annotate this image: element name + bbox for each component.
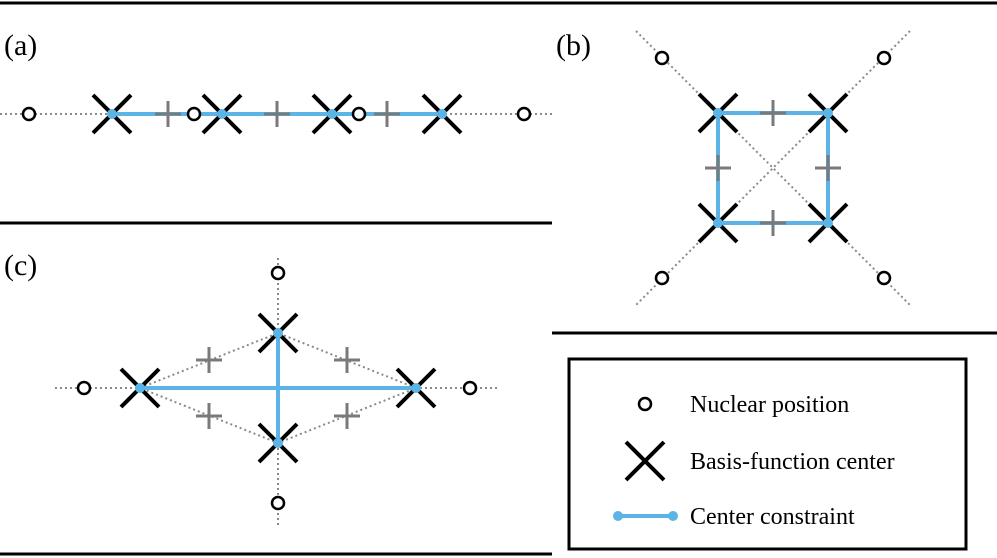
panel-b-plus-markers <box>705 100 841 236</box>
basis-function-center-legend-icon <box>624 440 666 482</box>
nuclear-position-circle <box>462 380 478 396</box>
constraint-dot <box>273 438 283 448</box>
diagonal-axis <box>635 30 911 306</box>
panel-b-diagonals <box>635 30 911 306</box>
plus-marker <box>374 101 400 127</box>
plus-marker <box>196 347 222 373</box>
panel-a-plus-markers <box>155 101 400 127</box>
nuclear-position-circle <box>876 270 892 286</box>
nuclear-position-circle <box>351 106 367 122</box>
nuclear-position-legend-icon <box>637 396 653 412</box>
legend-item-nuclear-position: Nuclear position <box>637 392 849 418</box>
legend-label-nuclear-position: Nuclear position <box>690 392 849 418</box>
constraint-dot <box>713 108 723 118</box>
panel-a-constraint-dots <box>107 109 447 119</box>
plus-marker <box>334 403 360 429</box>
nuclear-position-circle <box>186 106 202 122</box>
legend-label-center-constraint: Center constraint <box>690 504 855 530</box>
plus-marker <box>264 101 290 127</box>
panel-c <box>55 258 500 528</box>
plus-marker <box>705 155 731 181</box>
plus-marker <box>155 101 181 127</box>
panel-c-constraint-dots <box>135 328 421 448</box>
constraint-dot <box>217 109 227 119</box>
panel-a-label: (a) <box>4 29 37 62</box>
panel-b-nuclei <box>654 50 892 286</box>
panel-c-constraints <box>140 333 416 443</box>
plus-marker <box>815 155 841 181</box>
panel-a <box>0 93 552 135</box>
constraint-dot <box>713 218 723 228</box>
panel-b-label: (b) <box>556 29 591 62</box>
legend-item-center-constraint: Center constraint <box>613 504 855 530</box>
constraint-dot <box>823 218 833 228</box>
diagonal-axis <box>635 30 911 306</box>
nuclear-position-circle <box>654 50 670 66</box>
constraint-dot <box>107 109 117 119</box>
legend-item-basis-function-center: Basis-function center <box>624 440 895 482</box>
plus-marker <box>196 403 222 429</box>
legend: Nuclear position Basis-function center C… <box>567 357 968 551</box>
panel-c-label: (c) <box>4 249 37 282</box>
nuclear-position-circle <box>516 106 532 122</box>
nuclear-position-circle <box>270 265 286 281</box>
constraint-dot <box>411 383 421 393</box>
center-constraint-legend-icon <box>613 511 678 521</box>
nuclear-position-circle <box>76 380 92 396</box>
constraint-dot <box>823 108 833 118</box>
panel-a-nuclei <box>21 106 532 122</box>
plus-marker <box>334 347 360 373</box>
legend-label-basis-function-center: Basis-function center <box>690 449 895 475</box>
nuclear-position-circle <box>270 495 286 511</box>
constraint-dot <box>273 328 283 338</box>
constraint-dot <box>135 383 145 393</box>
nuclear-position-circle <box>876 50 892 66</box>
nuclear-position-circle <box>654 270 670 286</box>
panel-b <box>635 30 911 306</box>
plus-marker <box>760 210 786 236</box>
nuclear-position-circle <box>21 106 37 122</box>
panel-b-constraint-dots <box>713 108 833 228</box>
panel-c-nuclei <box>76 265 478 511</box>
panel-c-plus-markers <box>196 347 360 429</box>
constraint-dot <box>327 109 337 119</box>
rhombus-outline <box>137 331 419 445</box>
plus-marker <box>760 100 786 126</box>
constraint-dot <box>437 109 447 119</box>
